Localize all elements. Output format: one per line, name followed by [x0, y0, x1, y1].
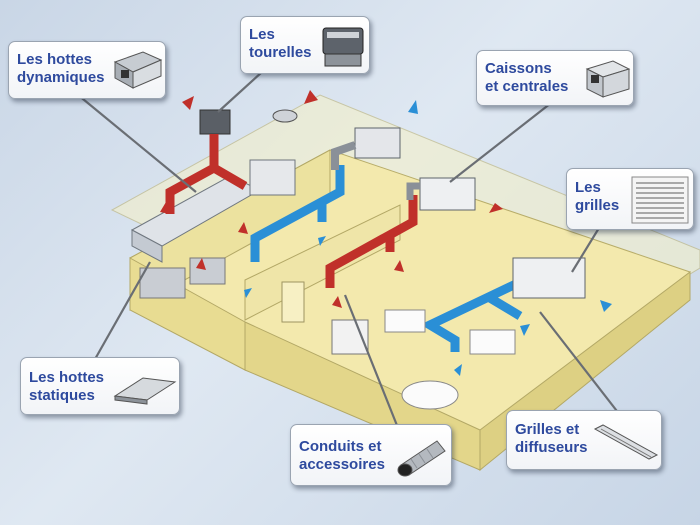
leader-lines — [71, 71, 621, 439]
red-duct-kitchen-2 — [211, 164, 248, 190]
extraction-box — [249, 159, 296, 196]
caisson-icon — [585, 60, 631, 98]
red-arrows — [160, 90, 503, 308]
caisson-unit — [419, 177, 476, 211]
doorway — [281, 281, 305, 323]
air-handling-unit-roof — [354, 127, 401, 159]
red-duct-dining — [325, 195, 418, 288]
blue-duct-kitchen — [250, 165, 345, 262]
callout-grilles-diffuseurs: Grilles et diffuseurs — [506, 410, 662, 470]
callout-label: Les hottes statiques — [29, 369, 105, 404]
dining-table-round — [401, 380, 459, 410]
roof-fan — [199, 109, 231, 135]
dining-table-2 — [469, 329, 516, 355]
diffuser-icon — [593, 424, 659, 460]
air-handling-unit-dining — [512, 257, 586, 299]
callout-conduits: Conduits et accessoires — [290, 424, 452, 486]
callout-label: Les hottes dynamiques — [17, 51, 105, 86]
static-hood-icon — [113, 377, 177, 405]
blue-duct-dining — [420, 277, 522, 352]
grille-icon — [631, 176, 689, 224]
kitchen-equipment — [139, 267, 186, 299]
callout-label: Les tourelles — [249, 26, 312, 61]
blue-duct-dining-2 — [487, 294, 523, 320]
grey-duct — [331, 141, 357, 170]
callout-grilles: Les grilles — [566, 168, 694, 230]
callout-label: Les grilles — [575, 179, 620, 214]
callout-hottes-statiques: Les hottes statiques — [20, 357, 180, 415]
grey-duct-2 — [406, 182, 420, 200]
kitchen-hood-front — [131, 229, 163, 263]
roof-fan-icon — [322, 27, 364, 67]
roof-fan-2 — [272, 109, 298, 123]
red-duct-kitchen — [165, 134, 219, 214]
callout-caissons: Caissons et centrales — [476, 50, 634, 106]
kitchen-equipment-2 — [189, 257, 226, 285]
callout-tourelles: Les tourelles — [240, 16, 370, 74]
duct-icon — [397, 440, 446, 477]
dining-table — [384, 309, 426, 333]
callout-hottes-dynamiques: Les hottes dynamiques — [8, 41, 166, 99]
blue-arrows — [244, 100, 612, 376]
callout-label: Grilles et diffuseurs — [515, 421, 588, 456]
callout-label: Conduits et accessoires — [299, 438, 385, 473]
dynamic-hood-icon — [113, 51, 163, 89]
callout-label: Caissons et centrales — [485, 60, 569, 95]
